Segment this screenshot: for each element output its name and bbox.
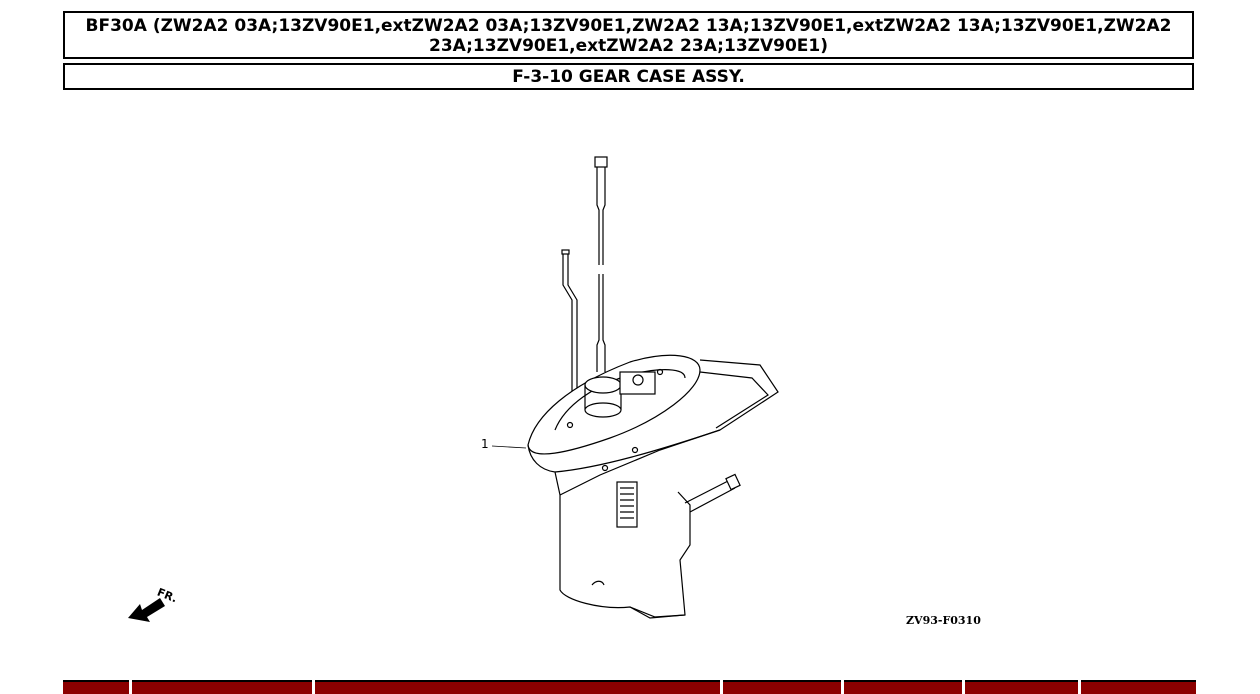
- section-title: F-3-10 GEAR CASE ASSY.: [63, 63, 1194, 90]
- table-header-cell: [1081, 680, 1196, 694]
- callout-1[interactable]: 1: [481, 437, 489, 451]
- table-header-cell: [315, 680, 720, 694]
- table-header-cell: [965, 680, 1078, 694]
- parts-table-header-strip: [63, 680, 1196, 694]
- table-header-cell: [132, 680, 312, 694]
- table-header-cell: [723, 680, 841, 694]
- table-header-cell: [63, 680, 129, 694]
- figure-code: ZV93-F0310: [906, 614, 981, 627]
- model-title: BF30A (ZW2A2 03A;13ZV90E1,extZW2A2 03A;1…: [63, 11, 1194, 59]
- table-header-cell: [844, 680, 962, 694]
- front-arrow-icon: [128, 598, 165, 622]
